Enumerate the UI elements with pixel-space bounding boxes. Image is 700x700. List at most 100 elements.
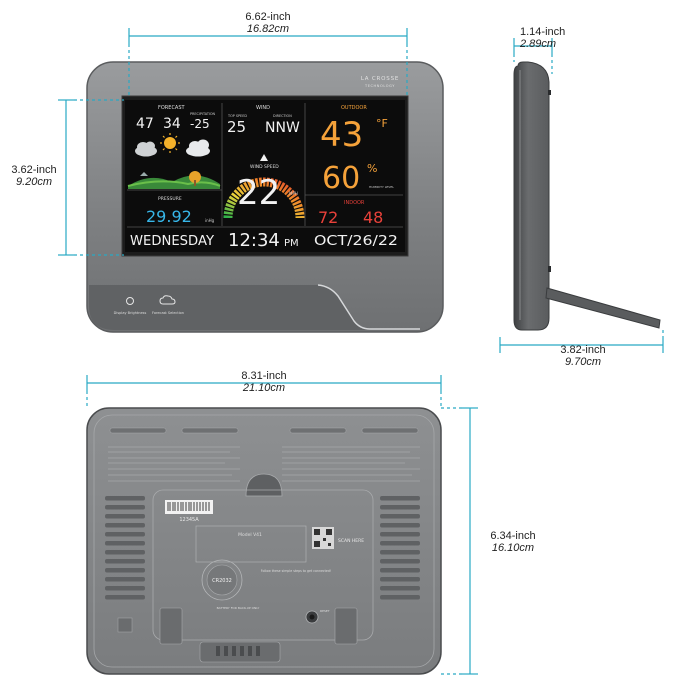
back-housing [86,407,442,675]
back-height-dimension [441,407,478,675]
scan-here-text: SCAN HERE [338,538,364,544]
top-speed-label: TOP SPEED [227,114,247,118]
back-top-ribs [109,427,419,434]
wind-speed-value: 22 [237,173,280,213]
battery-icon [206,564,238,596]
battery-note: BATTERY FOR BACK-UP ONLY [217,606,260,610]
precipitation-label: PRECIPITATION [190,112,216,116]
sun-icon [160,133,180,153]
front-lower-panel [89,285,372,330]
side-depth-base-dimension [499,330,664,353]
wind-speed-gauge [223,177,305,219]
outdoor-temp-unit: °F [376,117,388,130]
outdoor-humidity-unit: % [367,162,377,175]
clock-ampm: PM [284,238,299,249]
side-depth-base-cm: 9.70cm [564,356,602,368]
side-view [499,38,664,353]
day-of-week: WEDNESDAY [130,234,214,249]
forecast-label: FORECAST [158,105,186,111]
wind-label: WIND [256,105,270,111]
cloud-icon [186,139,210,157]
front-height-label: 3.62-inch 9.20cm [6,164,62,188]
wind-speed-unit: MPH [289,191,298,196]
outdoor-humidity-value: 60 [322,161,360,196]
side-depth-base-label: 3.82-inch 9.70cm [548,344,618,368]
side-depth-top-label: 1.14-inch 2.89cm [520,26,580,50]
battery-text: CR2032 [212,578,232,584]
back-height-cm: 16.10cm [491,542,535,554]
brand-logo-sub: TECHNOLOGY [364,84,395,88]
side-depth-base-inch: 3.82-inch [560,344,606,356]
precipitation-value: -25 [190,117,210,131]
brightness-button[interactable]: Display Brightness [114,297,147,316]
back-width-dimension [86,375,442,408]
hanging-hole [245,473,283,497]
back-height-label: 6.34-inch 16.10cm [478,530,548,554]
front-width-dimension [128,28,408,95]
front-height-inch: 3.62-inch [11,164,57,176]
front-width-label: 6.62-inch 16.82cm [228,11,308,35]
indoor-temp-value: 72 [318,208,338,227]
back-vents-right [380,496,420,600]
pressure-unit: inHg [205,218,215,223]
model-label-box [195,525,307,563]
top-speed-value: 25 [227,118,246,136]
stand-clips [159,607,358,645]
forecast-button-label: Forecast Selection [152,311,184,315]
front-view: FORECAST 47 34 PRECIPITATION -25 [58,28,444,333]
back-view: 12345A Model V41 SCAN HERE Follow these … [86,375,478,675]
back-instruction-lines [108,446,420,482]
side-depth-top-cm: 2.89cm [520,38,557,50]
side-button [548,266,551,272]
pressure-label: PRESSURE [158,196,182,202]
brightness-icon [126,297,134,305]
cloud-icon [159,295,176,305]
side-stand [545,287,661,329]
wind-direction-marker [260,154,268,161]
front-height-dimension [58,99,124,256]
front-height-cm: 9.20cm [15,176,53,188]
barcode-number: 12345A [179,517,199,523]
front-width-inch: 6.62-inch [245,11,291,23]
indoor-humidity-value: 48 [363,208,383,227]
front-width-cm: 16.82cm [246,23,290,35]
brightness-button-label: Display Brightness [114,311,147,315]
forecast-button[interactable]: Forecast Selection [152,295,184,315]
indoor-label: INDOOR [344,200,365,206]
clock-time: 12:34 [228,230,280,251]
qr-code [312,527,334,549]
brand-logo: LA CROSSE [361,76,399,82]
direction-label: DIRECTION [273,114,292,118]
back-width-label: 8.31-inch 21.10cm [224,370,304,394]
reset-button-inner [309,614,315,620]
back-foot [117,617,133,633]
cloud-icon [135,141,157,157]
front-accent-swoosh [317,284,420,330]
battery-compartment [201,559,243,601]
connector-pins [216,646,260,656]
wind-speed-label: WIND SPEED [250,164,279,170]
outdoor-temp-value: 43 [320,115,363,155]
side-depth-top-dimension [513,38,553,74]
reset-text: RESET [320,609,330,613]
barcode-label [165,500,213,514]
setup-steps-text: Follow these simple steps to get connect… [261,569,331,573]
back-inner-outline [93,414,435,668]
side-housing [513,61,550,331]
forecast-lo: 34 [163,116,181,132]
reset-button[interactable] [305,610,319,624]
outdoor-label: OUTDOOR [341,105,367,111]
back-width-cm: 21.10cm [242,382,286,394]
forecast-hi: 47 [136,116,154,132]
side-depth-top-inch: 1.14-inch [520,26,566,38]
landscape-icon [127,171,221,189]
back-height-inch: 6.34-inch [490,530,536,542]
back-vents-left [105,496,145,600]
direction-value: NNW [265,120,300,136]
back-stand-outline [152,489,374,641]
back-width-inch: 8.31-inch [241,370,287,382]
humidity-level-label: HUMIDITY LEVEL [369,185,394,189]
model-text: Model V41 [238,532,262,538]
side-button [548,90,551,95]
date-display: OCT/26/22 [314,234,398,249]
